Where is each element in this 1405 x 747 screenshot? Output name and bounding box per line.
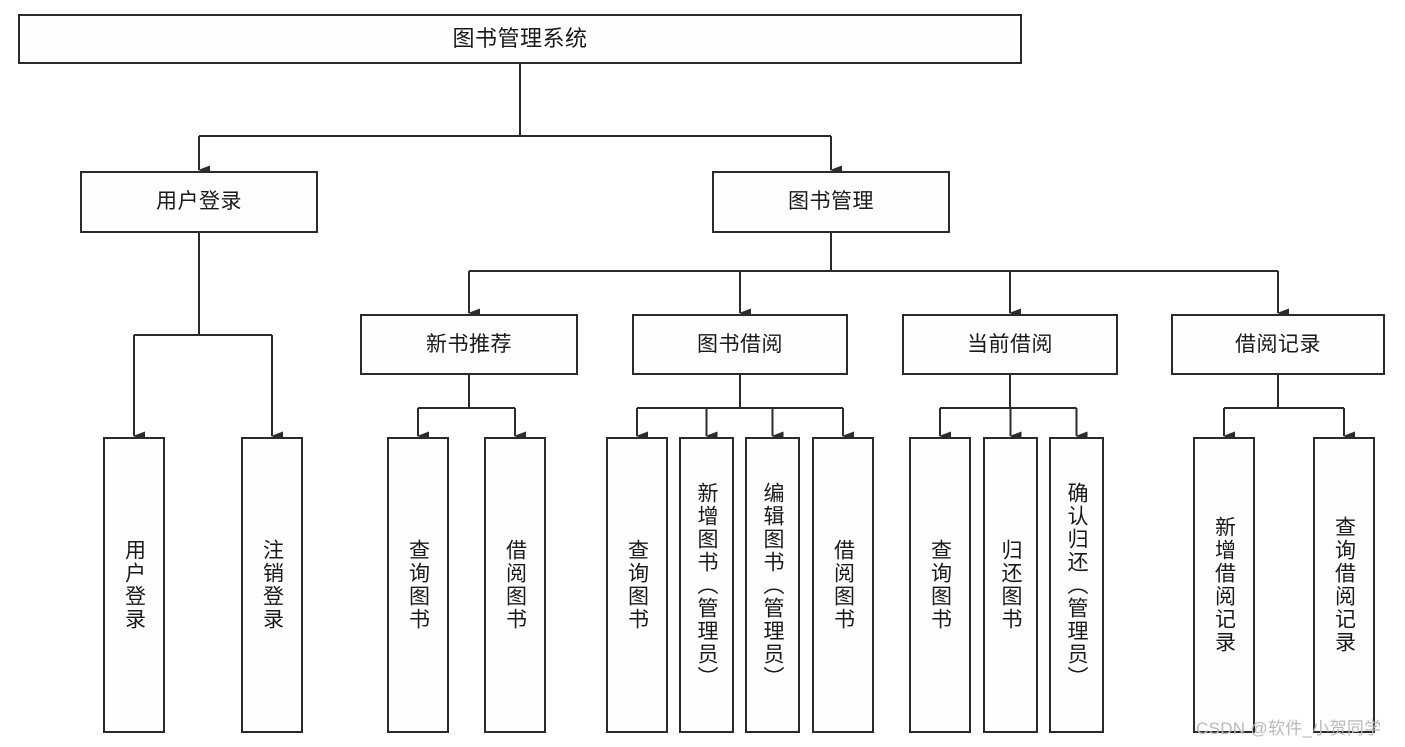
node-l3_12[interactable]: 查询借阅记录 bbox=[1313, 437, 1375, 733]
node-l3_3[interactable]: 借阅图书 bbox=[484, 437, 546, 733]
node-label: 用户登录 bbox=[122, 539, 146, 631]
node-l2_0[interactable]: 新书推荐 bbox=[360, 314, 578, 375]
node-l3_10[interactable]: 确认归还（管理员） bbox=[1049, 437, 1104, 733]
node-l3_5[interactable]: 新增图书（管理员） bbox=[679, 437, 734, 733]
node-label: 用户登录 bbox=[156, 190, 242, 214]
node-label: 新书推荐 bbox=[426, 332, 512, 356]
node-label: 查询图书 bbox=[406, 539, 430, 631]
node-l2_2[interactable]: 当前借阅 bbox=[902, 314, 1118, 375]
node-label: 图书管理系统 bbox=[452, 25, 588, 51]
node-l3_11[interactable]: 新增借阅记录 bbox=[1193, 437, 1255, 733]
node-label: 借阅图书 bbox=[831, 539, 855, 631]
node-label: 新增图书（管理员） bbox=[695, 481, 718, 689]
node-label: 查询图书 bbox=[625, 539, 649, 631]
node-l1_1[interactable]: 图书管理 bbox=[712, 171, 950, 233]
node-l1_0[interactable]: 用户登录 bbox=[80, 171, 318, 233]
node-label: 查询图书 bbox=[928, 539, 952, 631]
node-label: 当前借阅 bbox=[967, 332, 1053, 356]
node-label: 确认归还（管理员） bbox=[1065, 481, 1088, 689]
node-l3_1[interactable]: 注销登录 bbox=[241, 437, 303, 733]
node-l2_3[interactable]: 借阅记录 bbox=[1171, 314, 1385, 375]
csdn-watermark: CSDN @软件_小贺同学 bbox=[1196, 719, 1382, 738]
node-label: 查询借阅记录 bbox=[1332, 516, 1356, 654]
node-label: 归还图书 bbox=[999, 539, 1022, 631]
node-label: 图书管理 bbox=[788, 190, 874, 214]
node-label: 编辑图书（管理员） bbox=[761, 481, 784, 689]
node-label: 新增借阅记录 bbox=[1212, 516, 1236, 654]
node-l3_2[interactable]: 查询图书 bbox=[387, 437, 449, 733]
node-l3_7[interactable]: 借阅图书 bbox=[812, 437, 874, 733]
node-label: 借阅图书 bbox=[503, 539, 527, 631]
node-l3_0[interactable]: 用户登录 bbox=[103, 437, 165, 733]
node-l3_8[interactable]: 查询图书 bbox=[909, 437, 971, 733]
node-l3_9[interactable]: 归还图书 bbox=[983, 437, 1038, 733]
node-l3_4[interactable]: 查询图书 bbox=[606, 437, 668, 733]
node-label: 借阅记录 bbox=[1235, 332, 1321, 356]
node-root[interactable]: 图书管理系统 bbox=[18, 14, 1022, 64]
node-l2_1[interactable]: 图书借阅 bbox=[632, 314, 848, 375]
node-label: 图书借阅 bbox=[697, 332, 783, 356]
node-l3_6[interactable]: 编辑图书（管理员） bbox=[745, 437, 800, 733]
node-label: 注销登录 bbox=[260, 539, 284, 631]
